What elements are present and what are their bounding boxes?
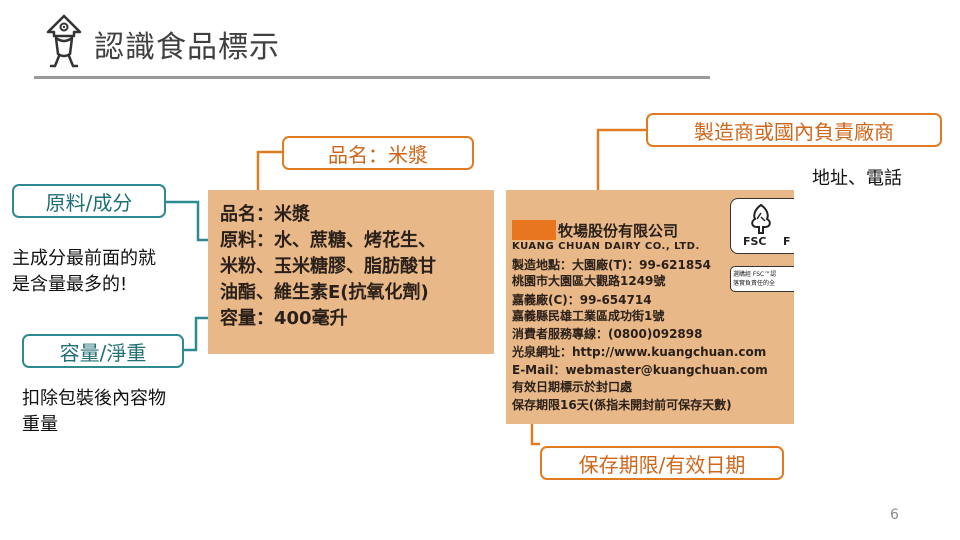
shelf-life-callout: 保存期限/有效日期 — [540, 446, 784, 480]
label-line: 嘉義廠(C)：99-654714 — [512, 293, 652, 307]
fsc-logo: FSC F — [730, 198, 794, 254]
label-line: 嘉義縣民雄工業區成功街1號 — [512, 309, 665, 323]
label-line: 有效日期標示於封口處 — [512, 380, 633, 394]
label-line: E-Mail：webmaster@kuangchuan.com — [512, 363, 768, 377]
label-line: 桃園市大園區大觀路1249號 — [512, 274, 666, 288]
ingredients-callout: 原料/成分 — [12, 184, 166, 218]
title-divider — [34, 76, 710, 79]
product-label-photo-left: 品名：米漿 原料：水、蔗糖、烤花生、 米粉、玉米糖膠、脂肪酸甘 油酯、維生素E(… — [208, 190, 494, 354]
manufacturer-note: 地址、電話 — [812, 168, 902, 189]
page-number: 6 — [890, 507, 899, 523]
label-line: 米粉、玉米糖膠、脂肪酸甘 — [220, 256, 436, 277]
product-label-photo-right: 牧場股份有限公司 KUANG CHUAN DAIRY CO., LTD. 製造地… — [506, 190, 794, 424]
label-line: 保存期限16天(係指未開封前可保存天數) — [512, 398, 732, 412]
manufacturer-callout: 製造商或國內負責廠商 — [646, 113, 942, 147]
company-name: 牧場股份有限公司 — [558, 222, 679, 240]
net-volume-callout: 容量/淨重 — [22, 334, 184, 368]
label-line: 製造地點：大園廠(T)：99-621854 — [512, 258, 711, 272]
company-name-en: KUANG CHUAN DAIRY CO., LTD. — [512, 241, 700, 252]
fsc-note-line2: 落實負責任的全 — [733, 280, 776, 287]
fsc-tree-icon — [751, 203, 771, 234]
label-line: 品名：米漿 — [220, 204, 310, 225]
net-volume-note-line2: 重量 — [22, 414, 58, 435]
mascot-logo-icon — [46, 14, 82, 68]
redacted-brand — [512, 220, 556, 240]
label-line: 容量：400毫升 — [220, 308, 348, 329]
ingredients-note-line2: 是含量最多的! — [12, 274, 128, 295]
page-title: 認識食品標示 — [94, 30, 280, 65]
ingredients-note-line1: 主成分最前面的就 — [12, 248, 156, 269]
label-line: 油酯、維生素E(抗氧化劑) — [220, 282, 429, 303]
product-name-callout: 品名：米漿 — [282, 136, 474, 170]
label-line: 光泉網址：http://www.kuangchuan.com — [512, 345, 767, 359]
fsc-note-line1: 選購經 FSC™認 — [733, 271, 777, 278]
label-line: 原料：水、蔗糖、烤花生、 — [220, 230, 436, 251]
net-volume-note-line1: 扣除包裝後內容物 — [22, 388, 166, 409]
fsc-text: FSC — [743, 235, 767, 248]
label-line: 消費者服務專線：(0800)092898 — [512, 327, 703, 341]
fsc-text-cut: F — [783, 235, 791, 248]
fsc-note: 選購經 FSC™認 落實負責任的全 — [730, 266, 794, 292]
ingredients-connector — [166, 200, 212, 242]
